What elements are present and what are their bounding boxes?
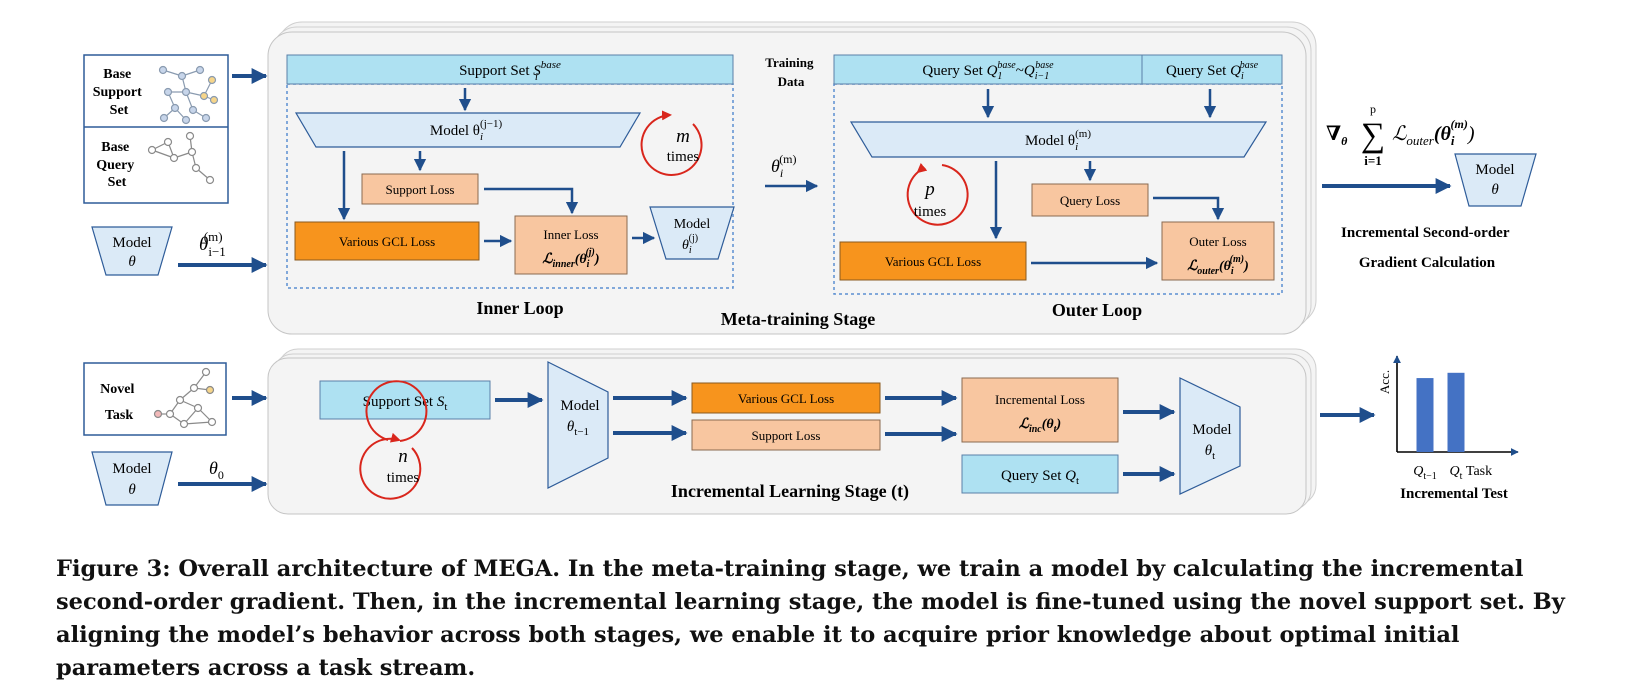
svg-text:i=1: i=1 <box>1364 153 1382 168</box>
svg-text:Model: Model <box>112 461 151 477</box>
svg-text:Query Set Qibase: Query Set Qibase <box>1166 60 1259 82</box>
novel-task-label: Novel Task <box>100 382 138 423</box>
outer-gcl-loss <box>839 241 1027 281</box>
svg-text:Various GCL Loss: Various GCL Loss <box>339 234 435 249</box>
tick-label: Qt−1 <box>1413 464 1437 482</box>
svg-text:θt: θt <box>1205 443 1215 462</box>
svg-text:n: n <box>398 446 408 467</box>
repeat-m-icon: m times <box>640 110 703 176</box>
query-loss <box>1031 183 1149 217</box>
svg-text:times: times <box>667 149 700 165</box>
inc-support-loss <box>691 419 881 451</box>
svg-text:ℒouter(θi(m)): ℒouter(θi(m)) <box>1392 117 1475 148</box>
svg-text:ℒouter(θi(m)): ℒouter(θi(m)) <box>1187 254 1249 277</box>
inner-model <box>294 112 642 148</box>
svg-text:θ: θ <box>1491 182 1499 198</box>
novel-graph-icon <box>153 367 217 429</box>
svg-text:ℒinner(θi(j)): ℒinner(θi(j)) <box>542 247 599 270</box>
svg-text:m: m <box>676 126 690 147</box>
svg-text:∑: ∑ <box>1361 117 1385 154</box>
architecture-diagram: Base Support Set Base Query Set <box>83 21 1537 515</box>
query-set-range <box>833 54 1143 85</box>
x-axis-label: Task <box>1466 464 1492 479</box>
outer-loss <box>1161 221 1275 281</box>
gradient-section: ∇θ ∑ p i=1 ℒouter(θi(m)) Model θ Increme… <box>1322 102 1537 271</box>
figure-caption: Figure 3: Overall architecture of MEGA. … <box>56 556 1565 681</box>
svg-text:Various GCL Loss: Various GCL Loss <box>738 391 834 406</box>
incremental-stage: Support Set St Model θt−1 n times Variou… <box>319 361 1241 502</box>
repeat-p-icon: p times <box>906 162 969 226</box>
support-graph-icon <box>158 65 219 125</box>
svg-text:Support Loss: Support Loss <box>752 428 821 443</box>
query-set-t <box>961 454 1119 494</box>
svg-text:Support Set St: Support Set St <box>363 394 448 413</box>
theta-prev-label: θi−1(m) <box>199 229 226 259</box>
model-t <box>1179 377 1241 495</box>
incremental-stage-title: Incremental Learning Stage (t) <box>671 481 909 502</box>
support-set-t <box>319 380 491 420</box>
chart-title: Incremental Test <box>1400 486 1508 502</box>
novel-task-panel: Novel Task <box>83 362 227 436</box>
query-set-current <box>1141 54 1283 85</box>
svg-text:p: p <box>1370 102 1376 116</box>
inc-gcl-loss <box>691 382 881 414</box>
gradient-caption: Incremental Second-order Gradient Calcul… <box>1341 225 1513 271</box>
model-t-minus-1 <box>547 361 609 489</box>
svg-text:Model: Model <box>674 217 711 232</box>
svg-text:Inner Loss: Inner Loss <box>543 227 598 242</box>
svg-text:Model: Model <box>112 235 151 251</box>
y-axis-label: Acc. <box>1377 370 1392 394</box>
svg-text:Incremental Loss: Incremental Loss <box>995 392 1085 407</box>
svg-text:θt−1: θt−1 <box>567 419 589 438</box>
base-query-label: Base Query Set <box>96 140 138 190</box>
query-graph-icon <box>147 131 215 185</box>
inner-loss <box>514 215 628 275</box>
outer-model <box>849 121 1268 158</box>
bar-1 <box>1447 372 1465 452</box>
model-theta-top: Model θ <box>91 226 173 276</box>
svg-text:Various GCL Loss: Various GCL Loss <box>885 254 981 269</box>
theta0-label: θ0 <box>209 458 224 482</box>
bar-0 <box>1416 378 1434 452</box>
svg-text:ℒinc(θt): ℒinc(θt) <box>1019 417 1061 435</box>
training-data-label: Training Data <box>765 55 816 89</box>
incremental-loss <box>961 377 1119 443</box>
svg-text:Model: Model <box>1475 162 1514 178</box>
svg-text:Support Loss: Support Loss <box>386 182 455 197</box>
svg-text:times: times <box>387 470 420 486</box>
base-support-label: Base Support Set <box>93 67 146 118</box>
base-sets-panel: Base Support Set Base Query Set <box>83 54 229 204</box>
gradient-formula: ∇θ <box>1326 123 1348 148</box>
inner-support-loss <box>361 173 479 205</box>
model-theta-bottom: Model θ <box>91 451 173 506</box>
support-set-base <box>286 54 734 85</box>
tick-label: Qt <box>1450 464 1463 482</box>
svg-text:θi(j): θi(j) <box>682 233 698 256</box>
repeat-n-icon: n times <box>359 380 428 500</box>
outer-loop: Query Set Q1base~Qi−1base Query Set Qiba… <box>833 54 1283 320</box>
svg-text:θ: θ <box>128 482 136 498</box>
incremental-test-chart: Acc. Task Qt−1 Qt Incremental Test <box>1377 355 1519 502</box>
inner-gcl-loss <box>294 221 480 261</box>
model-theta-gradient <box>1454 153 1537 207</box>
svg-text:Query Set Qt: Query Set Qt <box>1001 468 1079 487</box>
svg-text:Model: Model <box>1192 422 1231 438</box>
svg-text:times: times <box>914 204 947 220</box>
svg-text:Model θi(m): Model θi(m) <box>1025 128 1091 153</box>
svg-text:Query Set Q1base~Qi−1base: Query Set Q1base~Qi−1base <box>922 60 1054 82</box>
svg-text:θ: θ <box>128 254 136 270</box>
svg-text:Query Loss: Query Loss <box>1060 193 1120 208</box>
svg-text:Model: Model <box>560 398 599 414</box>
outer-loop-title: Outer Loop <box>1052 300 1142 320</box>
svg-text:Model θi(j−1): Model θi(j−1) <box>430 118 503 143</box>
theta-m-transfer: θi(m) <box>771 152 797 180</box>
meta-training-title: Meta-training Stage <box>721 309 875 329</box>
svg-text:Outer Loss: Outer Loss <box>1189 234 1246 249</box>
inner-loop-title: Inner Loop <box>476 298 563 318</box>
inner-model-out <box>649 206 735 260</box>
svg-text:p: p <box>923 179 935 200</box>
